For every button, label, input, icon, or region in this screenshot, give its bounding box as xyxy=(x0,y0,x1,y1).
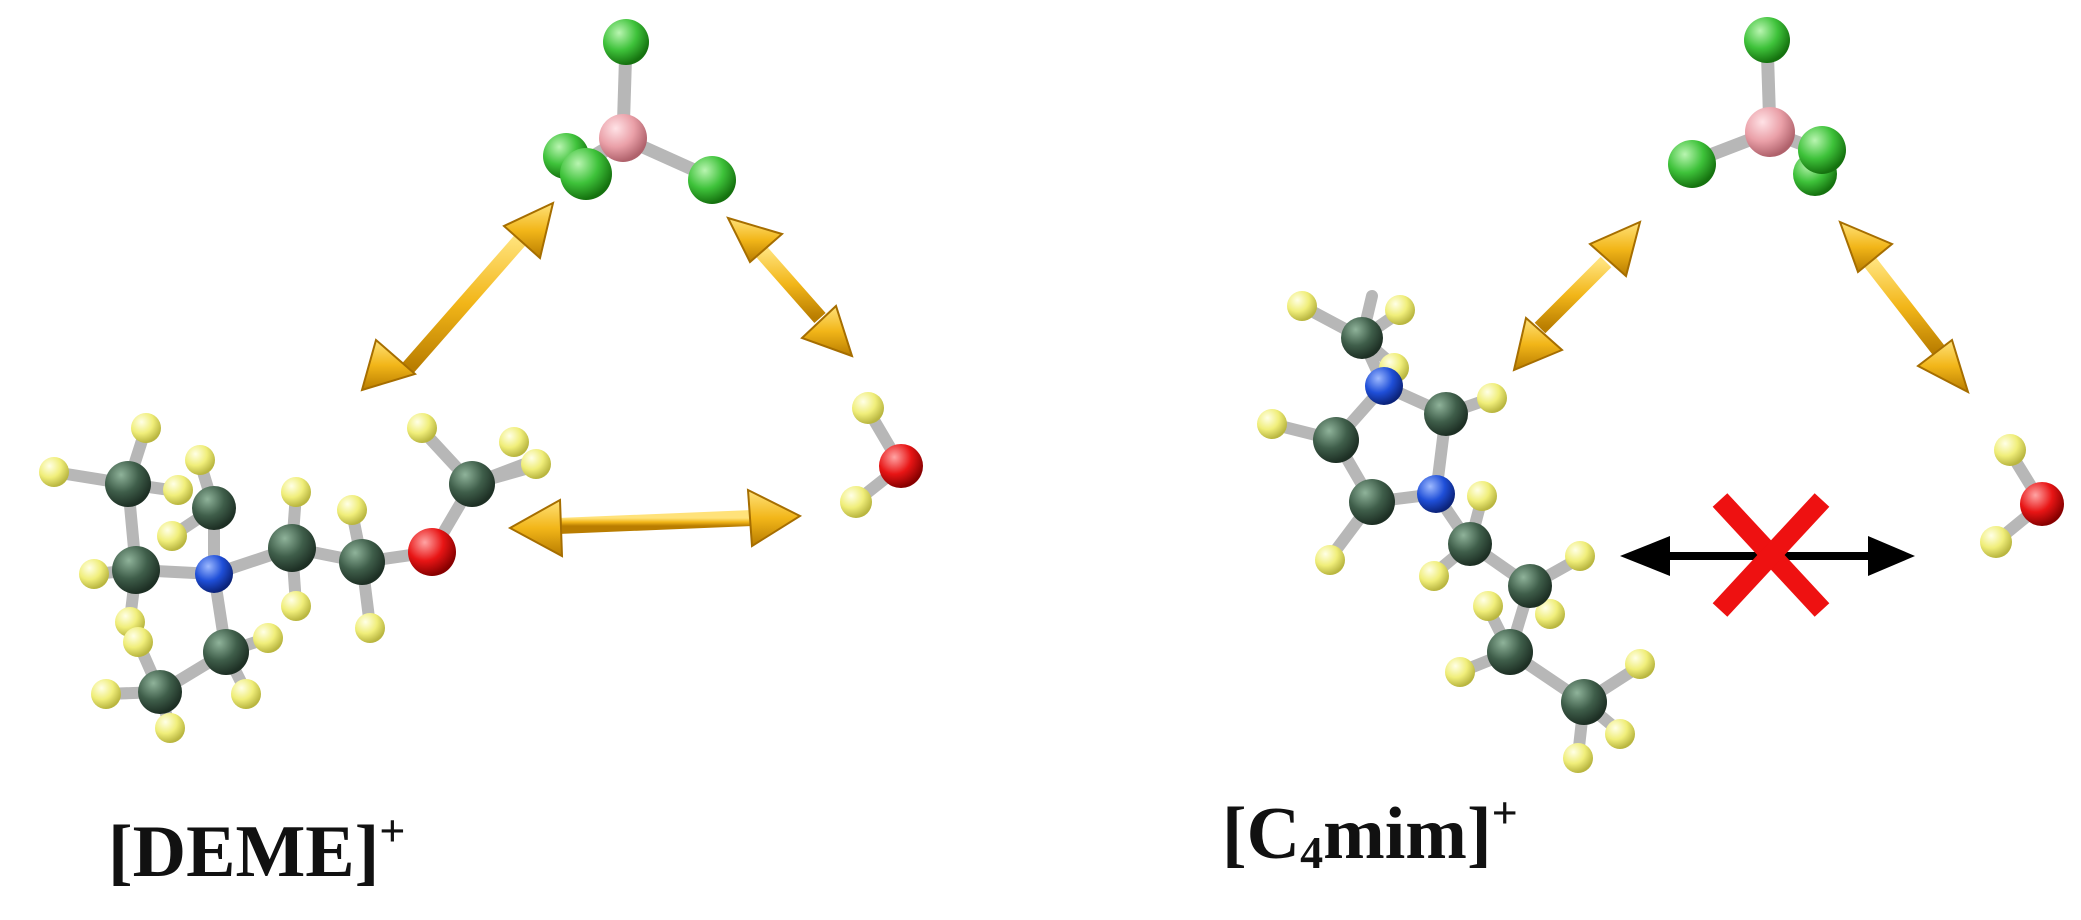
hydrogen-atom xyxy=(1419,561,1449,591)
interaction-arrow-c4mim-bf4 xyxy=(1512,220,1642,372)
hydrogen-atom xyxy=(157,521,187,551)
oxygen-atom xyxy=(879,444,923,488)
carbon-atom xyxy=(1341,317,1383,359)
oxygen-atom xyxy=(408,528,456,576)
carbon-atom xyxy=(203,629,249,675)
hydrogen-atom xyxy=(79,559,109,589)
hydrogen-atom xyxy=(231,679,261,709)
bf4-anion-right xyxy=(1668,17,1846,196)
interaction-arrow-bf4-water-left xyxy=(726,216,854,358)
water-molecule-left xyxy=(840,392,923,518)
carbon-atom xyxy=(192,486,236,530)
hydrogen-atom xyxy=(1315,545,1345,575)
interaction-arrow-deme-water xyxy=(507,488,803,558)
hydrogen-atom xyxy=(1980,526,2012,558)
hydrogen-atom xyxy=(1994,434,2026,466)
hydrogen-atom xyxy=(253,623,283,653)
hydrogen-atom xyxy=(131,413,161,443)
red-x-cross-icon xyxy=(1712,493,1830,617)
carbon-atom xyxy=(339,539,385,585)
oxygen-atom xyxy=(2020,482,2064,526)
hydrogen-atom xyxy=(1565,541,1595,571)
hydrogen-atom xyxy=(407,413,437,443)
hydrogen-atom xyxy=(281,591,311,621)
hydrogen-atom xyxy=(1605,719,1635,749)
c4mim-cation-label: [C4mim]+ xyxy=(1222,787,1518,878)
hydrogen-atom xyxy=(355,613,385,643)
hydrogen-atom xyxy=(91,679,121,709)
hydrogen-atom xyxy=(1473,591,1503,621)
hydrogen-atom xyxy=(337,495,367,525)
fluorine-atom xyxy=(1668,140,1716,188)
interaction-arrow-deme-bf4 xyxy=(360,201,555,392)
carbon-atom xyxy=(1424,392,1468,436)
fluorine-atom xyxy=(560,148,612,200)
carbon-atom xyxy=(1448,522,1492,566)
bf4-anion-left xyxy=(543,19,736,204)
hydrogen-atom xyxy=(281,477,311,507)
nitrogen-atom xyxy=(195,555,233,593)
hydrogen-atom xyxy=(1467,481,1497,511)
carbon-atom xyxy=(1508,564,1552,608)
fluorine-atom xyxy=(603,19,649,65)
fluorine-atom xyxy=(1798,126,1846,174)
hydrogen-atom xyxy=(1563,743,1593,773)
fluorine-atom xyxy=(1744,17,1790,63)
hydrogen-atom xyxy=(163,475,193,505)
hydrogen-atom xyxy=(1477,383,1507,413)
nitrogen-atom xyxy=(1417,475,1455,513)
hydrogen-atom xyxy=(521,449,551,479)
deme-cation xyxy=(39,413,551,743)
carbon-atom xyxy=(1313,417,1359,463)
water-molecule-right xyxy=(1980,434,2064,558)
hydrogen-atom xyxy=(1625,649,1655,679)
carbon-atom xyxy=(1561,679,1607,725)
hydrogen-atom xyxy=(1445,657,1475,687)
c4mim-cation xyxy=(1257,290,1655,773)
hydrogen-atom xyxy=(1385,295,1415,325)
boron-atom xyxy=(599,114,647,162)
nitrogen-atom xyxy=(1365,367,1403,405)
hydrogen-atom xyxy=(840,486,872,518)
carbon-atom xyxy=(1487,629,1533,675)
carbon-atom xyxy=(105,461,151,507)
hydrogen-atom xyxy=(123,627,153,657)
fluorine-atom xyxy=(688,156,736,204)
hydrogen-atom xyxy=(1287,291,1317,321)
carbon-atom xyxy=(138,670,182,714)
deme-cation-label: [DEME]+ xyxy=(108,805,406,893)
interaction-arrow-bf4-water-right xyxy=(1838,220,1970,394)
hydrogen-atom xyxy=(499,427,529,457)
hydrogen-atom xyxy=(1535,599,1565,629)
carbon-atom xyxy=(1349,479,1395,525)
carbon-atom xyxy=(449,461,495,507)
hydrogen-atom xyxy=(1257,409,1287,439)
carbon-atom xyxy=(112,546,160,594)
hydrogen-atom xyxy=(39,457,69,487)
boron-atom xyxy=(1745,107,1795,157)
hydrogen-atom xyxy=(852,392,884,424)
hydrogen-atom xyxy=(185,445,215,475)
hydrogen-atom xyxy=(155,713,185,743)
carbon-atom xyxy=(268,524,316,572)
